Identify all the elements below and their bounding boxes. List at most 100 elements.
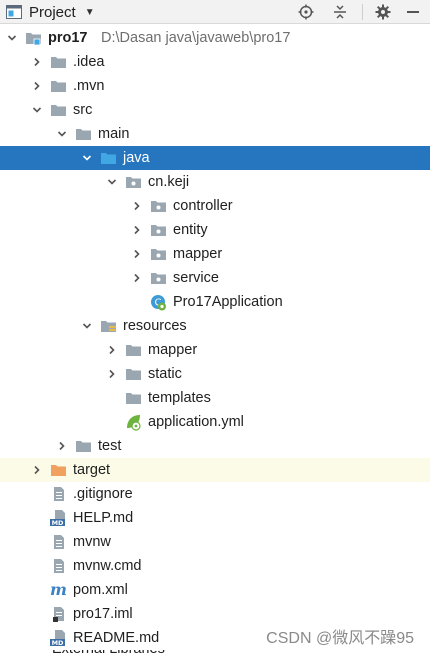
folder-icon <box>125 342 142 358</box>
tree-item-java[interactable]: java <box>0 146 430 170</box>
tree-item-mapper-res[interactable]: mapper <box>0 338 430 362</box>
tree-item-src[interactable]: src <box>0 98 430 122</box>
svg-text:C: C <box>155 298 162 309</box>
chevron-right-icon[interactable] <box>55 434 69 458</box>
svg-text:m: m <box>50 582 67 598</box>
locate-icon[interactable] <box>296 2 316 22</box>
tree-item-label: .idea <box>73 54 105 70</box>
tree-item-label: controller <box>173 198 233 214</box>
tree-item-label: test <box>98 438 122 454</box>
tree-item-cn-keji[interactable]: cn.keji <box>0 170 430 194</box>
tree-item-pom-xml[interactable]: m pom.xml <box>0 578 430 602</box>
module-path: D:\Dasan java\javaweb\pro17 <box>101 30 291 46</box>
spring-config-file-icon <box>125 414 142 431</box>
tree-item-resources[interactable]: resources <box>0 314 430 338</box>
tree-item-label: main <box>98 126 130 142</box>
tree-item-label: pro17.iml <box>73 606 133 622</box>
collapse-all-icon[interactable] <box>330 2 350 22</box>
chevron-down-icon[interactable] <box>80 146 94 170</box>
tree-item-label: pom.xml <box>73 582 128 598</box>
tree-item-idea[interactable]: .idea <box>0 50 430 74</box>
csdn-watermark: CSDN @微风不躁95 <box>266 628 414 650</box>
markdown-file-icon: MD <box>50 510 67 527</box>
project-view-selector[interactable]: Project ▼ <box>6 0 95 24</box>
tree-item-mvnw[interactable]: mvnw <box>0 530 430 554</box>
tree-item-mvnw-cmd[interactable]: mvnw.cmd <box>0 554 430 578</box>
chevron-right-icon[interactable] <box>130 242 144 266</box>
settings-gear-icon[interactable] <box>373 2 393 22</box>
tree-item-external-libraries[interactable]: External Libraries <box>22 650 172 658</box>
tree-item-label: External Libraries <box>52 650 165 658</box>
tree-item-mvn[interactable]: .mvn <box>0 74 430 98</box>
svg-text:MD: MD <box>52 639 64 646</box>
tree-item-help-md[interactable]: MD HELP.md <box>0 506 430 530</box>
chevron-down-icon[interactable] <box>105 170 119 194</box>
package-icon <box>150 198 167 214</box>
project-window-icon <box>6 5 22 19</box>
package-icon <box>150 270 167 286</box>
hide-minus-icon[interactable] <box>403 2 423 22</box>
chevron-down-icon[interactable] <box>80 314 94 338</box>
resources-folder-icon <box>100 318 117 334</box>
tree-item-templates[interactable]: templates <box>0 386 430 410</box>
chevron-right-icon[interactable] <box>105 338 119 362</box>
tree-item-label: entity <box>173 222 208 238</box>
maven-icon: m <box>50 580 67 599</box>
tree-item-label: mapper <box>173 246 223 262</box>
source-folder-icon <box>100 150 117 166</box>
tree-item-controller[interactable]: controller <box>0 194 430 218</box>
tree-item-label: templates <box>148 390 211 406</box>
chevron-right-icon[interactable] <box>130 266 144 290</box>
tree-item-label: .mvn <box>73 78 105 94</box>
tree-item-label: HELP.md <box>73 510 134 526</box>
chevron-right-icon[interactable] <box>130 194 144 218</box>
package-icon <box>150 246 167 262</box>
svg-text:MD: MD <box>52 519 64 526</box>
tree-item-static[interactable]: static <box>0 362 430 386</box>
chevron-right-icon[interactable] <box>30 74 44 98</box>
tree-item-gitignore[interactable]: .gitignore <box>0 482 430 506</box>
iml-file-icon <box>50 606 67 622</box>
chevron-down-icon[interactable] <box>5 26 19 50</box>
chevron-right-icon[interactable] <box>30 50 44 74</box>
project-tool-window-header: Project ▼ <box>0 0 430 24</box>
chevron-right-icon[interactable] <box>130 218 144 242</box>
chevron-right-icon[interactable] <box>30 458 44 482</box>
tree-item-label: mvnw.cmd <box>73 558 142 574</box>
folder-icon <box>125 390 142 406</box>
chevron-down-icon[interactable] <box>55 122 69 146</box>
tree-item-label: .gitignore <box>73 486 133 502</box>
tree-item-test[interactable]: test <box>0 434 430 458</box>
tree-item-mapper-pkg[interactable]: mapper <box>0 242 430 266</box>
text-file-icon <box>50 558 67 574</box>
tree-item-label: README.md <box>73 630 160 646</box>
text-file-icon <box>50 534 67 550</box>
tree-item-label: target <box>73 462 111 478</box>
tree-item-entity[interactable]: entity <box>0 218 430 242</box>
folder-icon <box>50 78 67 94</box>
tree-item-main[interactable]: main <box>0 122 430 146</box>
chevron-right-icon[interactable] <box>105 362 119 386</box>
tree-item-pro17-iml[interactable]: pro17.iml <box>0 602 430 626</box>
tree-item-readme-md[interactable]: MD README.md <box>0 626 430 650</box>
chevron-down-icon[interactable]: ▼ <box>84 6 95 18</box>
chevron-down-icon[interactable] <box>30 98 44 122</box>
project-title: Project <box>29 3 76 21</box>
package-icon <box>125 174 142 190</box>
tree-item-application-yml[interactable]: application.yml <box>0 410 430 434</box>
tree-item-label: mapper <box>148 342 198 358</box>
tree-item-target[interactable]: target <box>0 458 430 482</box>
tree-item-label: java <box>123 150 150 166</box>
folder-icon <box>50 102 67 118</box>
tree-item-label: cn.keji <box>148 174 190 190</box>
tree-item-label: service <box>173 270 219 286</box>
text-file-icon <box>50 486 67 502</box>
tree-item-service[interactable]: service <box>0 266 430 290</box>
spring-boot-class-icon: C <box>150 294 167 311</box>
excluded-folder-icon <box>50 462 67 478</box>
tree-item-label: src <box>73 102 93 118</box>
tree-item-label: resources <box>123 318 187 334</box>
